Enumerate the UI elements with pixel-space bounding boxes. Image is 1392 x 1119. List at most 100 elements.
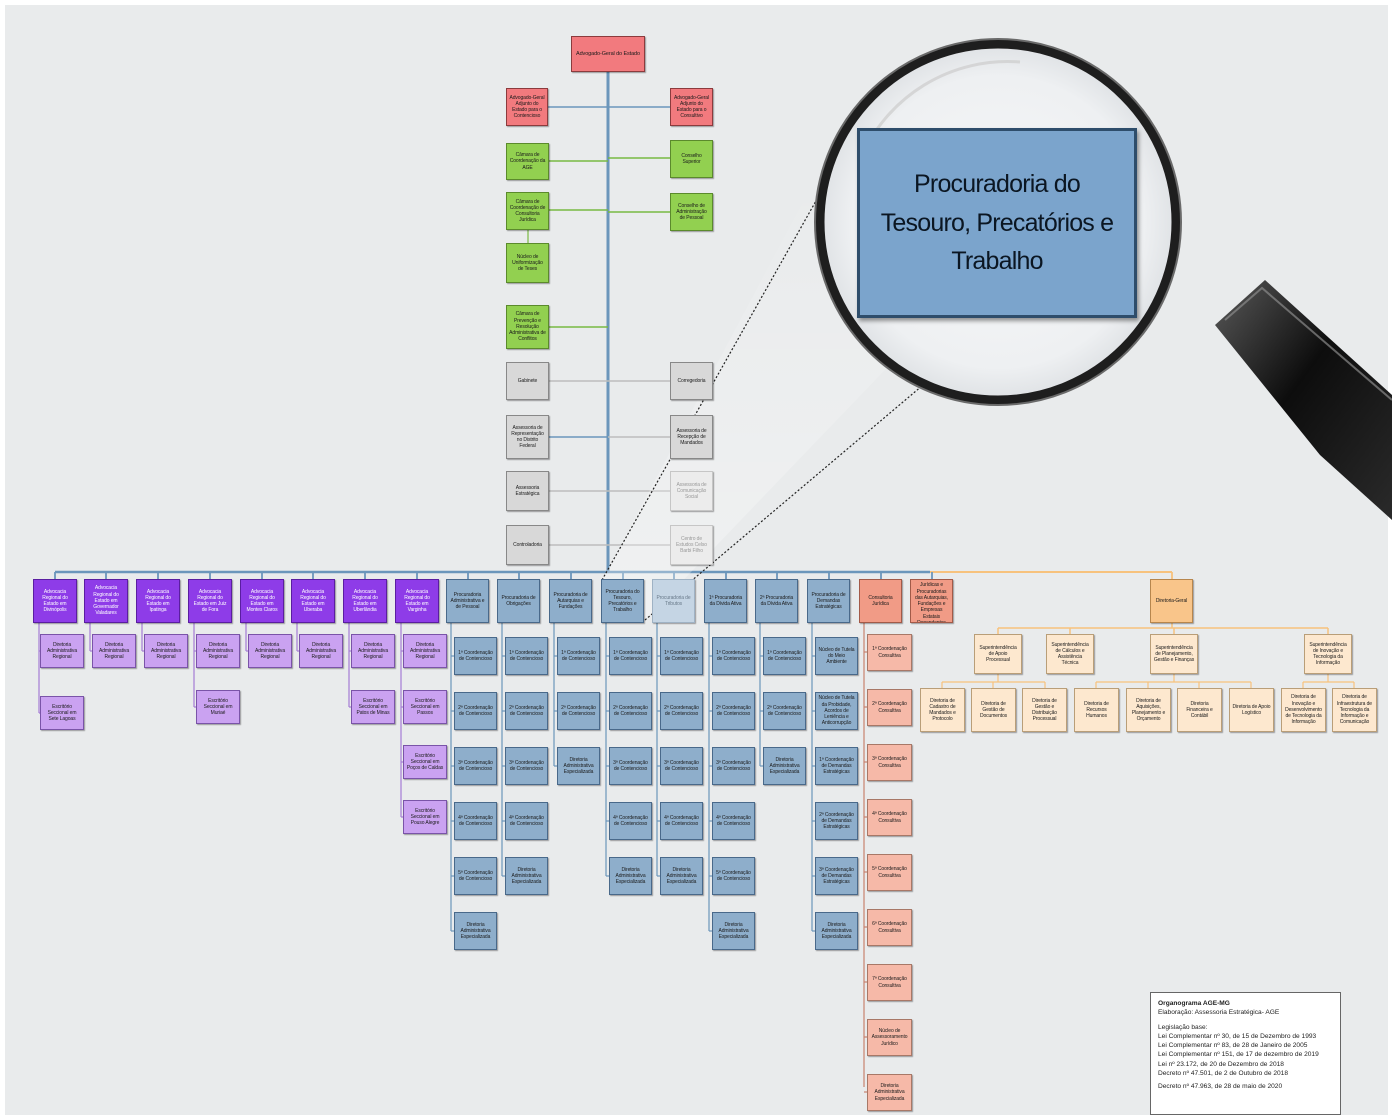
org-box-da-ube: Diretoria Administrativa Regional (299, 634, 343, 668)
org-box-label: Câmara de Prevenção e Resolução Administ… (509, 311, 546, 343)
org-box-label: Assessoria de Recepção de Mandados (676, 427, 707, 447)
org-box-label: Superintendência de Cálculos e Assistênc… (1051, 641, 1089, 667)
org-box-centro: Centro de Estudos Celso Barbi Filho (670, 525, 713, 565)
org-box-label: Diretoria de Recursos Humanos (1084, 700, 1109, 720)
org-box-label: Advocacia Regional do Estado em Montes C… (246, 588, 278, 614)
org-box-label: 4ª Coordenação de Contencioso (716, 814, 751, 827)
org-box-label: 3ª Coordenação de Demandas Estratégicas (819, 866, 854, 886)
org-box-p-1da: 1ª Procuradoria da Dívida Ativa (704, 579, 747, 623)
legend-law: Lei nº 23.172, de 20 de Dezembro de 2018 (1158, 1060, 1284, 1068)
org-box-p-trib-d: Diretoria Administrativa Especializada (660, 857, 703, 895)
org-box-label: Diretoria Financeira e Contábil (1186, 700, 1213, 720)
org-box-da-mc: Diretoria Administrativa Regional (248, 634, 292, 668)
org-box-label: Advocacia Regional do Estado em Ipatinga (145, 588, 171, 614)
org-box-label: Advocacia Regional do Estado em Uberlând… (352, 588, 378, 614)
org-box-label: 2ª Coordenação de Contencioso (613, 704, 648, 717)
org-box-label: 2ª Coordenação Consultiva (872, 701, 907, 714)
org-box-label: Advocacia Regional do Estado em Governad… (93, 585, 119, 617)
org-box-label: 1ª Coordenação de Contencioso (561, 649, 596, 662)
org-box-label: Câmara de Coordenação de Consultoria Jur… (509, 198, 546, 224)
org-box-assess-est: Assessoria Estratégica (506, 471, 549, 511)
org-box-ag: Advogado-Geral do Estado (571, 36, 645, 72)
org-box-label: 1ª Coordenação de Contencioso (767, 649, 802, 662)
org-box-ar-var: Advocacia Regional do Estado em Varginha (395, 579, 439, 623)
org-box-label: Diretoria Administrativa Especializada (718, 921, 749, 941)
legend-base-label: Legislação base: (1158, 1024, 1208, 1032)
org-box-p-obr-d: Diretoria Administrativa Especializada (505, 857, 548, 895)
org-box-label: 1ª Procuradoria da Dívida Ativa (708, 594, 743, 607)
org-box-label: Consultoria Jurídica (868, 594, 893, 607)
org-box-p-tes-4: 4ª Coordenação de Contencioso (609, 802, 652, 840)
org-box-da-var: Diretoria Administrativa Regional (403, 634, 447, 668)
org-box-label: Escritório Seccional em Poços de Caldas (406, 752, 444, 772)
org-box-label: 2ª Procuradoria da Dívida Ativa (759, 594, 794, 607)
org-box-p-dem-1: 1ª Coordenação de Demandas Estratégicas (815, 747, 858, 785)
org-box-es-pa: Escritório Seccional em Pouso Alegre (403, 800, 447, 834)
org-box-label: 2ª Coordenação de Demandas Estratégicas (819, 811, 854, 831)
org-box-sitc: Superintendência de Inovação e Tecnologi… (1304, 634, 1352, 674)
org-box-label: 3ª Coordenação Consultiva (872, 756, 907, 769)
magnifier-title: Procuradoria do Tesouro, Precatórios e T… (857, 128, 1137, 318)
org-box-p-dem-nt: Núcleo de Tutela do Meio Ambiente (815, 637, 858, 675)
org-box-p-dem-np: Núcleo de Tutela da Probidade, Acordos d… (815, 692, 858, 730)
org-box-label: Diretoria Administrativa Regional (47, 641, 77, 661)
org-box-label: Advocacia Regional do Estado em Uberaba (300, 588, 326, 614)
org-box-p-2da-d: Diretoria Administrativa Especializada (763, 747, 806, 785)
org-box-label: Diretoria Administrativa Especializada (874, 1083, 905, 1102)
org-box-p-2da-1: 1ª Coordenação de Contencioso (763, 637, 806, 675)
org-box-ar-jf: Advocacia Regional do Estado em Juiz de … (188, 579, 232, 623)
org-box-spgf: Superintendência de Planejamento, Gestão… (1150, 634, 1198, 674)
org-box-label: Diretoria Administrativa Regional (255, 641, 285, 661)
org-box-label: 4ª Coordenação de Contencioso (509, 814, 544, 827)
org-box-label: 4ª Coordenação de Contencioso (664, 814, 699, 827)
org-box-p-obr: Procuradoria de Obrigações (497, 579, 540, 623)
org-box-dgd: Diretoria de Gestão de Documentos (971, 688, 1016, 732)
org-box-p-2da: 2ª Procuradoria da Dívida Ativa (755, 579, 798, 623)
org-box-label: Núcleo de Assessoramento Jurídico (871, 1028, 908, 1047)
org-box-label: Núcleo de Tutela do Meio Ambiente (818, 646, 855, 666)
org-box-label: Escritório Seccional em Passos (410, 697, 440, 717)
org-box-label: Diretoria de Infraestrutura de Tecnologi… (1337, 694, 1372, 726)
org-box-dapo: Diretoria de Aquisições, Planejamento e … (1126, 688, 1171, 732)
org-box-controladoria: Controladoria (506, 525, 549, 565)
org-box-label: 1ª Coordenação de Contencioso (664, 649, 699, 662)
org-box-adj-cons: Advogado-Geral Adjunto do Estado para o … (670, 88, 713, 126)
org-box-label: Diretoria Administrativa Especializada (821, 921, 852, 941)
org-box-p-adm-4: 4ª Coordenação de Contencioso (454, 802, 497, 840)
org-box-label: Assessoria de Representação no Distrito … (511, 424, 544, 450)
org-box-label: 1ª Coordenação de Contencioso (613, 649, 648, 662)
org-box-cj: Consultoria Jurídica (859, 579, 902, 623)
org-box-label: Diretoria Administrativa Regional (306, 641, 336, 661)
org-box-p-trib-2: 2ª Coordenação de Contencioso (660, 692, 703, 730)
org-box-p-tes-d: Diretoria Administrativa Especializada (609, 857, 652, 895)
org-box-p-2da-2: 2ª Coordenação de Contencioso (763, 692, 806, 730)
org-box-p-1da-d: Diretoria Administrativa Especializada (712, 912, 755, 950)
org-box-label: 1ª Coordenação de Demandas Estratégicas (819, 756, 854, 776)
org-box-ar-ube: Advocacia Regional do Estado em Uberaba (291, 579, 335, 623)
magnifier-handle (1215, 280, 1392, 520)
org-box-label: Assessoria de Comunicação Social (676, 481, 707, 501)
org-box-dcmp: Diretoria de Cadastro de Mandados e Prot… (920, 688, 965, 732)
org-box-p-dem-3: 3ª Coordenação de Demandas Estratégicas (815, 857, 858, 895)
org-box-label: Escritório Seccional em Patos de Minas (356, 697, 390, 717)
org-box-label: Diretoria de Gestão e Distribuição Proce… (1032, 697, 1057, 723)
org-box-label: Procuradoria de Demandas Estratégicas (811, 591, 846, 611)
org-box-scat: Superintendência de Cálculos e Assistênc… (1046, 634, 1094, 674)
org-box-label: 2ª Coordenação de Contencioso (458, 704, 493, 717)
org-box-p-adm-5: 5ª Coordenação de Contencioso (454, 857, 497, 895)
org-box-label: Diretoria Administrativa Especializada (460, 921, 491, 941)
org-box-dfc: Diretoria Financeira e Contábil (1177, 688, 1222, 732)
org-box-label: Diretoria de Inovação e Desenvolvimento … (1285, 694, 1322, 726)
org-box-label: Câmara de Coordenação da AGE (509, 152, 546, 171)
org-box-label: 1ª Coordenação Consultiva (872, 646, 907, 659)
org-box-p-1da-1: 1ª Coordenação de Contencioso (712, 637, 755, 675)
org-box-da-ipa: Diretoria Administrativa Regional (144, 634, 188, 668)
org-box-p-tes: Procuradoria do Tesouro, Precatórios e T… (601, 579, 644, 623)
legend-law: Lei Complementar nº 151, de 17 de dezemb… (1158, 1051, 1319, 1059)
org-box-label: Advogado-Geral Adjunto do Estado para o … (673, 94, 709, 120)
org-box-cam-prev: Câmara de Prevenção e Resolução Administ… (506, 305, 549, 349)
org-box-adj-cont: Advogado-Geral Adjunto do Estado para o … (506, 88, 548, 126)
org-box-label: Advocacia Regional do Estado em Divinópo… (42, 588, 68, 614)
org-box-p-obr-4: 4ª Coordenação de Contencioso (505, 802, 548, 840)
org-box-label: Diretoria de Aquisições, Planejamento e … (1131, 697, 1166, 723)
